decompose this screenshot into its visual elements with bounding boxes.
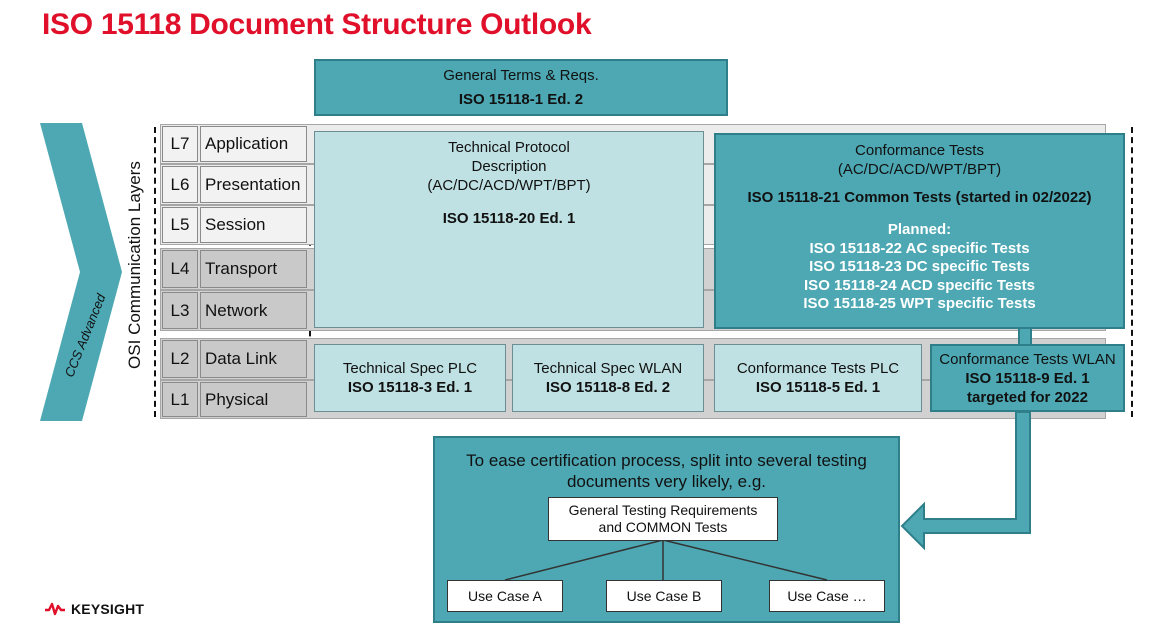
use-case-box: Use Case …	[769, 580, 885, 612]
tpd-standard: ISO 15118-20 Ed. 1	[442, 210, 576, 227]
ctwlan-line3: targeted for 2022	[967, 388, 1088, 406]
osi-layers-label: OSI Communication Layers	[125, 161, 144, 369]
ease-text: To ease certification process, split int…	[433, 450, 900, 492]
layer-number: L3	[162, 292, 198, 329]
arrow-shape	[900, 411, 1031, 551]
layer-name: Transport	[200, 250, 307, 288]
chevron-shape	[40, 123, 122, 421]
right-dashed-line	[1131, 127, 1133, 417]
layer-name: Presentation	[200, 166, 307, 203]
tech-spec-wlan-box: Technical Spec WLAN ISO 15118-8 Ed. 2	[512, 344, 704, 412]
general-testing-box: General Testing Requirements and COMMON …	[548, 497, 778, 541]
conformance-plc-box: Conformance Tests PLC ISO 15118-5 Ed. 1	[714, 344, 922, 412]
use-case-box: Use Case A	[447, 580, 563, 612]
ct-planned-item: ISO 15118-24 ACD specific Tests	[804, 276, 1035, 294]
ctwlan-line2: ISO 15118-9 Ed. 1	[965, 369, 1090, 387]
layer-number: L4	[162, 250, 198, 288]
logo-text: KEYSIGHT	[71, 601, 145, 617]
layer-name: Application	[200, 126, 307, 162]
plc-line1: Technical Spec PLC	[342, 360, 478, 377]
ccs-advanced-chevron: CCS Advanced	[40, 123, 122, 421]
ct-line1: Conformance Tests	[855, 142, 984, 159]
tech-spec-plc-box: Technical Spec PLC ISO 15118-3 Ed. 1	[314, 344, 506, 412]
ease-line1: To ease certification process, split int…	[466, 451, 867, 470]
general-terms-box: General Terms & Reqs. ISO 15118-1 Ed. 2	[314, 59, 728, 116]
layer-number: L7	[162, 126, 198, 162]
layer-number: L2	[162, 340, 198, 378]
layer-number: L1	[162, 382, 198, 417]
ctplc-line2: ISO 15118-5 Ed. 1	[755, 379, 881, 396]
gt-line1: General Testing Requirements	[568, 502, 758, 518]
ccs-label-holder: CCS Advanced	[56, 280, 108, 410]
layer-name: Physical	[200, 382, 307, 417]
ct-planned-header: Planned:	[887, 221, 952, 238]
ct-connector	[1018, 329, 1032, 345]
ctplc-line1: Conformance Tests PLC	[736, 360, 900, 377]
technical-protocol-box: Technical Protocol Description (AC/DC/AC…	[314, 131, 704, 328]
general-terms-standard: ISO 15118-1 Ed. 2	[458, 91, 584, 108]
tree-connectors	[504, 540, 828, 581]
ct-common: ISO 15118-21 Common Tests (started in 02…	[747, 189, 1092, 206]
wlan-line1: Technical Spec WLAN	[533, 360, 683, 377]
page-title: ISO 15118 Document Structure Outlook	[42, 8, 592, 41]
ct-planned-item: ISO 15118-25 WPT specific Tests	[803, 295, 1036, 312]
left-dashed-line	[154, 127, 156, 417]
layer-number: L6	[162, 166, 198, 203]
tpd-line3: (AC/DC/ACD/WPT/BPT)	[427, 177, 591, 194]
conformance-tests-box: Conformance Tests (AC/DC/ACD/WPT/BPT) IS…	[714, 133, 1125, 329]
keysight-wave-icon	[45, 602, 65, 616]
conformance-wlan-box: Conformance Tests WLAN ISO 15118-9 Ed. 1…	[930, 344, 1125, 412]
elbow-arrow-icon	[900, 411, 1031, 551]
ct-planned-item: ISO 15118-23 DC specific Tests	[809, 258, 1030, 275]
layer-name: Data Link	[200, 340, 307, 378]
ctwlan-line1: Conformance Tests WLAN	[939, 350, 1116, 368]
wlan-line2: ISO 15118-8 Ed. 2	[545, 379, 671, 396]
gt-line2: and COMMON Tests	[598, 519, 728, 535]
general-terms-label: General Terms & Reqs.	[443, 67, 599, 84]
layer-number: L5	[162, 207, 198, 243]
plc-line2: ISO 15118-3 Ed. 1	[347, 379, 473, 396]
ease-line2: documents very likely, e.g.	[566, 472, 767, 491]
ct-planned-item: ISO 15118-22 AC specific Tests	[809, 239, 1030, 257]
tpd-line2: Description	[471, 158, 547, 175]
tpd-line1: Technical Protocol	[448, 139, 570, 156]
layer-name: Session	[200, 207, 307, 243]
ct-line2: (AC/DC/ACD/WPT/BPT)	[837, 161, 1002, 178]
keysight-logo: KEYSIGHT	[44, 601, 144, 617]
use-case-box: Use Case B	[606, 580, 722, 612]
layer-name: Network	[200, 292, 307, 329]
